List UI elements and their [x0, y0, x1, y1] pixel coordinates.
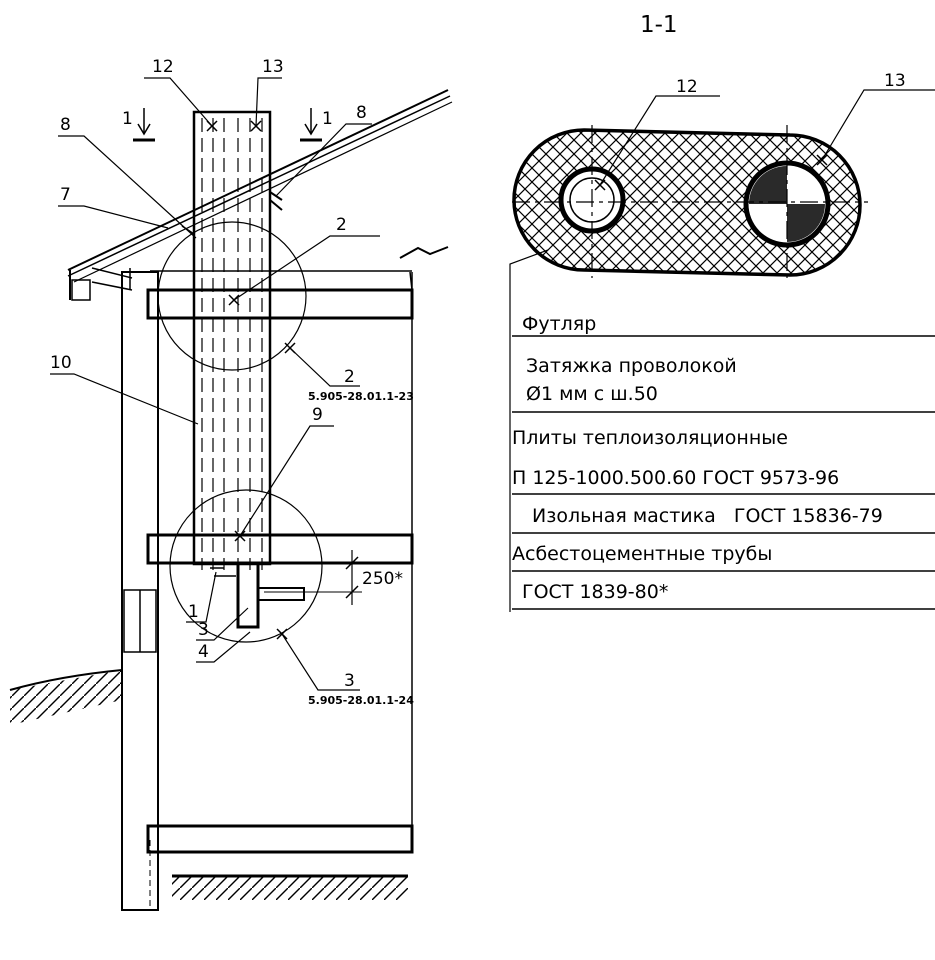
layer-wire-tie: Затяжка проволокой [526, 355, 737, 377]
label-10: 10 [50, 353, 72, 373]
layer-insulation-boards: Плиты теплоизоляционные [512, 427, 788, 449]
layers-table-lines [512, 335, 935, 610]
callout-2-reference: 5.905-28.01.1-23 [308, 390, 414, 403]
cut-label-left: 1 [122, 109, 133, 129]
label-9: 9 [312, 405, 323, 425]
roof [67, 89, 453, 301]
section-label-12: 12 [676, 77, 698, 97]
detail-circle-2 [157, 221, 307, 371]
leader-lines [50, 77, 380, 691]
section-axes [512, 125, 868, 278]
floor-slab-middle [146, 533, 414, 565]
detail-circle-3 [169, 489, 323, 643]
cut-mark-left [133, 108, 155, 142]
label-13: 13 [262, 57, 284, 77]
layer-asbestos-pipes: Асбестоцементные трубы [512, 543, 772, 565]
ground-left [9, 669, 123, 725]
dimension-label: 250* [362, 569, 403, 589]
dimension-250 [264, 550, 362, 605]
callout-3-number: 3 [344, 671, 355, 691]
label-12: 12 [152, 57, 174, 77]
label-7: 7 [60, 185, 71, 205]
layer-asbestos-spec: ГОСТ 1839-80* [522, 581, 668, 603]
layer-mastic: Изольная мастика ГОСТ 15836-79 [532, 505, 883, 527]
layer-wire-tie-spec: Ø1 мм с ш.50 [526, 383, 658, 405]
label-4: 4 [198, 642, 209, 662]
label-8-right: 8 [356, 103, 367, 123]
layer-insulation-spec: П 125-1000.500.60 ГОСТ 9573-96 [512, 467, 839, 489]
callout-2-number: 2 [344, 367, 355, 387]
right-wall-edge [399, 246, 449, 852]
section-leaders [594, 89, 935, 191]
label-8-left: 8 [60, 115, 71, 135]
layers-leader-line [509, 249, 549, 612]
riser-duct [192, 110, 272, 577]
pipe-stub [236, 561, 305, 629]
section-title: 1-1 [640, 12, 678, 38]
cut-label-right: 1 [322, 109, 333, 129]
callout-3-reference: 5.905-28.01.1-24 [308, 694, 414, 707]
section-label-13: 13 [884, 71, 906, 91]
floor-slab-attic [146, 288, 414, 320]
floor-slab-basement [146, 824, 414, 854]
label-1: 1 [188, 602, 199, 622]
elevation-view: 12 13 1 1 8 8 7 2 10 9 1 3 4 2 5.905-28.… [9, 57, 453, 911]
cut-mark-right [300, 108, 322, 142]
exterior-wall [121, 271, 159, 911]
label-2: 2 [336, 215, 347, 235]
label-3: 3 [198, 620, 209, 640]
section-view: 1-1 12 13 [509, 12, 935, 612]
ground-basement [172, 874, 408, 900]
layer-casing: Футляр [522, 313, 596, 335]
